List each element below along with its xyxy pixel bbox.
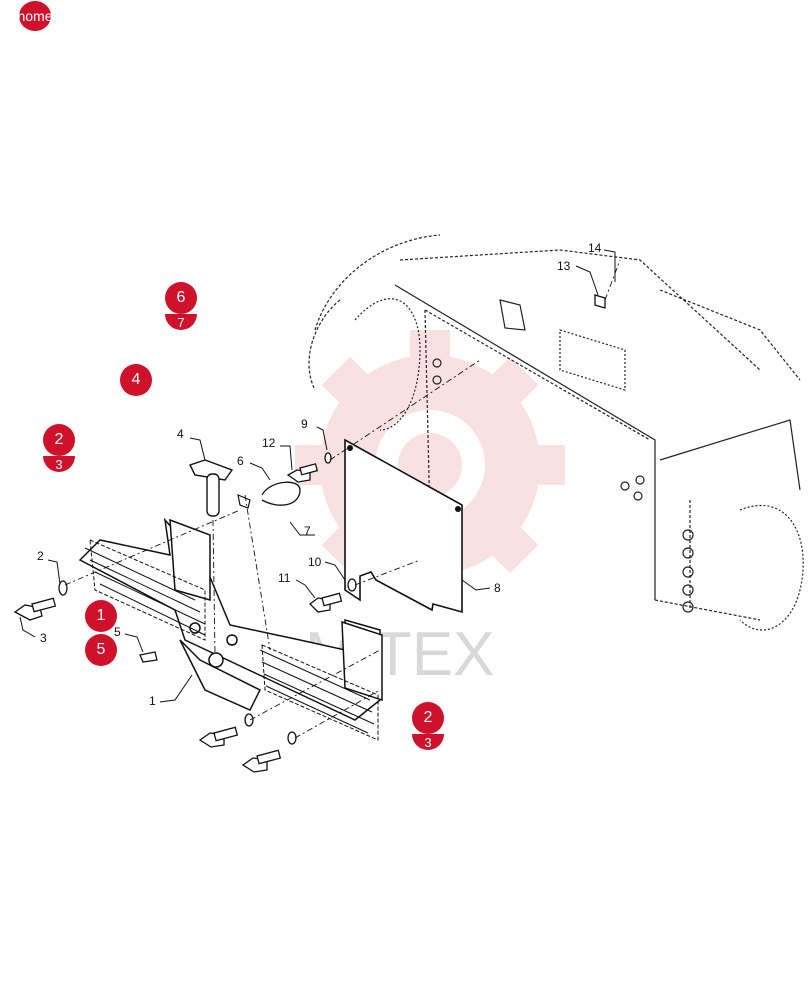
callout-6: 6 (237, 454, 244, 468)
callout-3: 3 (40, 631, 47, 645)
callout-1: 1 (149, 694, 156, 708)
callout-13: 13 (557, 259, 571, 273)
hotspot-2b[interactable]: 2 (412, 702, 444, 734)
callout-8: 8 (494, 581, 501, 595)
pin-part-6 (237, 494, 251, 509)
callout-7: 7 (304, 524, 311, 538)
hotspot-7[interactable]: 7 (165, 314, 197, 330)
callout-5: 5 (114, 625, 121, 639)
hotspot-4[interactable]: 4 (120, 364, 152, 396)
callout-9: 9 (301, 417, 308, 431)
hotspot-5[interactable]: 5 (85, 634, 117, 666)
assembly-lines (64, 259, 621, 739)
callout-11: 11 (278, 571, 291, 585)
callout-10: 10 (308, 555, 322, 569)
hotspot-1[interactable]: 1 (85, 600, 117, 632)
callout-14: 14 (588, 241, 602, 255)
callout-12: 12 (262, 436, 276, 450)
callout-4: 4 (177, 427, 184, 441)
hotspot-2a[interactable]: 2 (43, 424, 75, 456)
leader-lines (19, 249, 616, 703)
machine-frame (308, 234, 804, 631)
plate-part-8 (344, 438, 463, 614)
callout-2: 2 (37, 549, 44, 563)
hotspot-3a[interactable]: 3 (43, 456, 75, 472)
home-button[interactable]: home (19, 1, 51, 31)
clip-part-7 (261, 481, 301, 506)
hotspot-6[interactable]: 6 (165, 282, 197, 314)
fasteners (13, 294, 606, 773)
hotspot-3b[interactable]: 3 (412, 734, 444, 750)
pin-part-4 (189, 459, 234, 517)
